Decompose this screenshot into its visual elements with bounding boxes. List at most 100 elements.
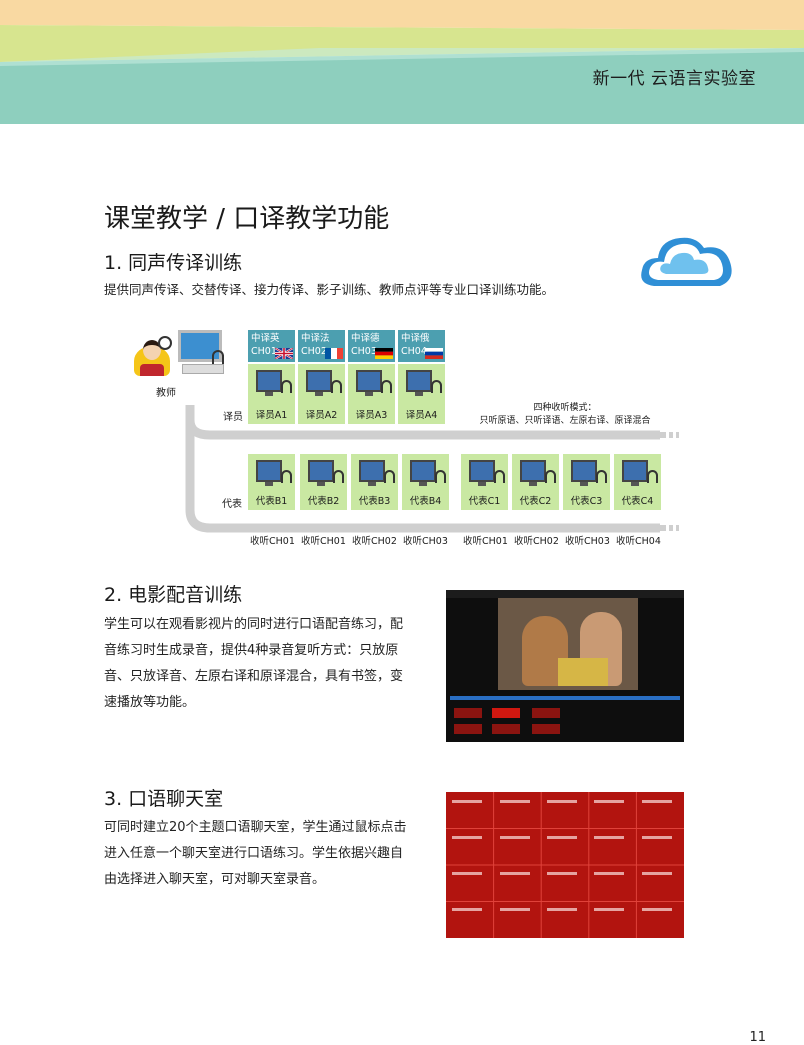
monitor-icon	[622, 460, 648, 482]
rep-label: 代表B2	[307, 496, 340, 507]
channel-lang: 中译英	[251, 333, 280, 344]
headset-icon	[384, 470, 395, 483]
interpretation-diagram: 教师 中译英 CH01 中译法 CH02 中译德 CH03 中译俄 CH04 译…	[120, 320, 680, 550]
headset-icon	[545, 470, 556, 483]
section-2-body: 学生可以在观看影视片的同时进行口语配音练习，配 音练习时生成录音，提供4种录音复…	[104, 612, 424, 716]
monitor-icon	[256, 460, 282, 482]
section-2-title: 2. 电影配音训练	[104, 584, 243, 606]
dubbing-app-screenshot	[446, 590, 684, 742]
headset-icon	[281, 380, 292, 393]
rep-station: 代表C3	[563, 454, 610, 510]
chatroom-grid	[446, 792, 684, 938]
russia-flag-icon	[425, 348, 443, 359]
section-3-line: 由选择进入聊天室，可对聊天室录音。	[104, 872, 326, 887]
monitor-icon	[410, 460, 436, 482]
rep-label: 代表B4	[409, 496, 442, 507]
section-3-body: 可同时建立20个主题口语聊天室，学生通过鼠标点击 进入任意一个聊天室进行口语练习…	[104, 815, 424, 893]
rep-label: 代表C2	[519, 496, 552, 507]
rep-label: 代表B3	[358, 496, 391, 507]
monitor-icon	[469, 460, 495, 482]
monitor-icon	[256, 370, 282, 392]
page-title: 课堂教学 / 口译教学功能	[104, 204, 390, 234]
interpreter-station: 译员A2	[298, 364, 345, 424]
france-flag-icon	[325, 348, 343, 359]
section-2-line: 音、只放译音、左原右译和原译混合，具有书签，变	[104, 669, 404, 684]
headset-icon	[381, 380, 392, 393]
germany-flag-icon	[375, 348, 393, 359]
rep-label: 代表C1	[468, 496, 501, 507]
listen-label: 收听CH04	[616, 536, 661, 547]
page-number: 11	[749, 1030, 766, 1045]
channel-id: CH01	[251, 346, 277, 357]
screenshot-titlebar	[446, 590, 684, 598]
section-2-line: 学生可以在观看影视片的同时进行口语配音练习，配	[104, 617, 404, 632]
interpreter-label: 译员A1	[255, 410, 288, 421]
channel-id: CH02	[301, 346, 327, 357]
teacher-computer-icon	[176, 330, 228, 378]
rep-station: 代表B3	[351, 454, 398, 510]
header-decoration	[0, 0, 804, 124]
interpreter-row-label: 译员	[223, 412, 243, 423]
headset-icon	[331, 380, 342, 393]
listen-label: 收听CH02	[514, 536, 559, 547]
channel-id: CH04	[401, 346, 427, 357]
rep-station: 代表B4	[402, 454, 449, 510]
interpreter-station: 译员A1	[248, 364, 295, 424]
rep-station: 代表C4	[614, 454, 661, 510]
listen-label: 收听CH03	[403, 536, 448, 547]
channel-tile: 中译英 CH01	[248, 330, 295, 362]
monitor-icon	[359, 460, 385, 482]
section-1-desc: 提供同声传译、交替传译、接力传译、影子训练、教师点评等专业口译训练功能。	[104, 282, 555, 297]
rep-label: 代表B1	[255, 496, 288, 507]
section-3-title: 3. 口语聊天室	[104, 788, 224, 810]
diagram-lines	[185, 405, 679, 533]
microphone-icon	[158, 336, 172, 350]
rep-station: 代表B1	[248, 454, 295, 510]
progress-bar[interactable]	[450, 696, 680, 700]
rep-row-label: 代表	[222, 499, 242, 510]
section-2-line: 音练习时生成录音，提供4种录音复听方式：只放原	[104, 643, 399, 658]
channel-lang: 中译德	[351, 333, 380, 344]
headset-icon	[435, 470, 446, 483]
channel-tile: 中译俄 CH04	[398, 330, 445, 362]
brand-title: 新一代 云语言实验室	[592, 69, 756, 89]
listen-label: 收听CH01	[250, 536, 295, 547]
channel-lang: 中译俄	[401, 333, 430, 344]
listening-modes-text: 只听原语、只听译语、左原右译、原译混合	[479, 416, 651, 426]
headset-icon	[596, 470, 607, 483]
channel-tile: 中译法 CH02	[298, 330, 345, 362]
headset-icon	[333, 470, 344, 483]
video-frame	[498, 598, 638, 690]
monitor-icon	[308, 460, 334, 482]
chatroom-app-screenshot	[446, 792, 684, 938]
monitor-icon	[571, 460, 597, 482]
rep-label: 代表C4	[621, 496, 654, 507]
monitor-icon	[306, 370, 332, 392]
interpreter-label: 译员A2	[305, 410, 338, 421]
listening-modes: 四种收听模式： 只听原语、只听译语、左原右译、原译混合	[465, 402, 665, 428]
teacher-label: 教师	[156, 388, 176, 399]
channel-lang: 中译法	[301, 333, 330, 344]
listening-modes-title: 四种收听模式：	[533, 403, 597, 413]
monitor-icon	[406, 370, 432, 392]
section-2-line: 速播放等功能。	[104, 695, 196, 710]
teacher-avatar	[132, 334, 172, 378]
monitor-icon	[356, 370, 382, 392]
channel-id: CH03	[351, 346, 377, 357]
headset-icon	[647, 470, 658, 483]
rep-station: 代表B2	[300, 454, 347, 510]
cloud-icon	[641, 237, 732, 286]
listen-label: 收听CH02	[352, 536, 397, 547]
uk-flag-icon	[275, 348, 293, 359]
listen-label: 收听CH01	[301, 536, 346, 547]
rep-station: 代表C1	[461, 454, 508, 510]
interpreter-label: 译员A4	[405, 410, 438, 421]
interpreter-station: 译员A3	[348, 364, 395, 424]
channel-tile: 中译德 CH03	[348, 330, 395, 362]
headset-icon	[494, 470, 505, 483]
rep-station: 代表C2	[512, 454, 559, 510]
interpreter-label: 译员A3	[355, 410, 388, 421]
interpreter-station: 译员A4	[398, 364, 445, 424]
section-3-line: 可同时建立20个主题口语聊天室，学生通过鼠标点击	[104, 820, 407, 835]
monitor-icon	[520, 460, 546, 482]
